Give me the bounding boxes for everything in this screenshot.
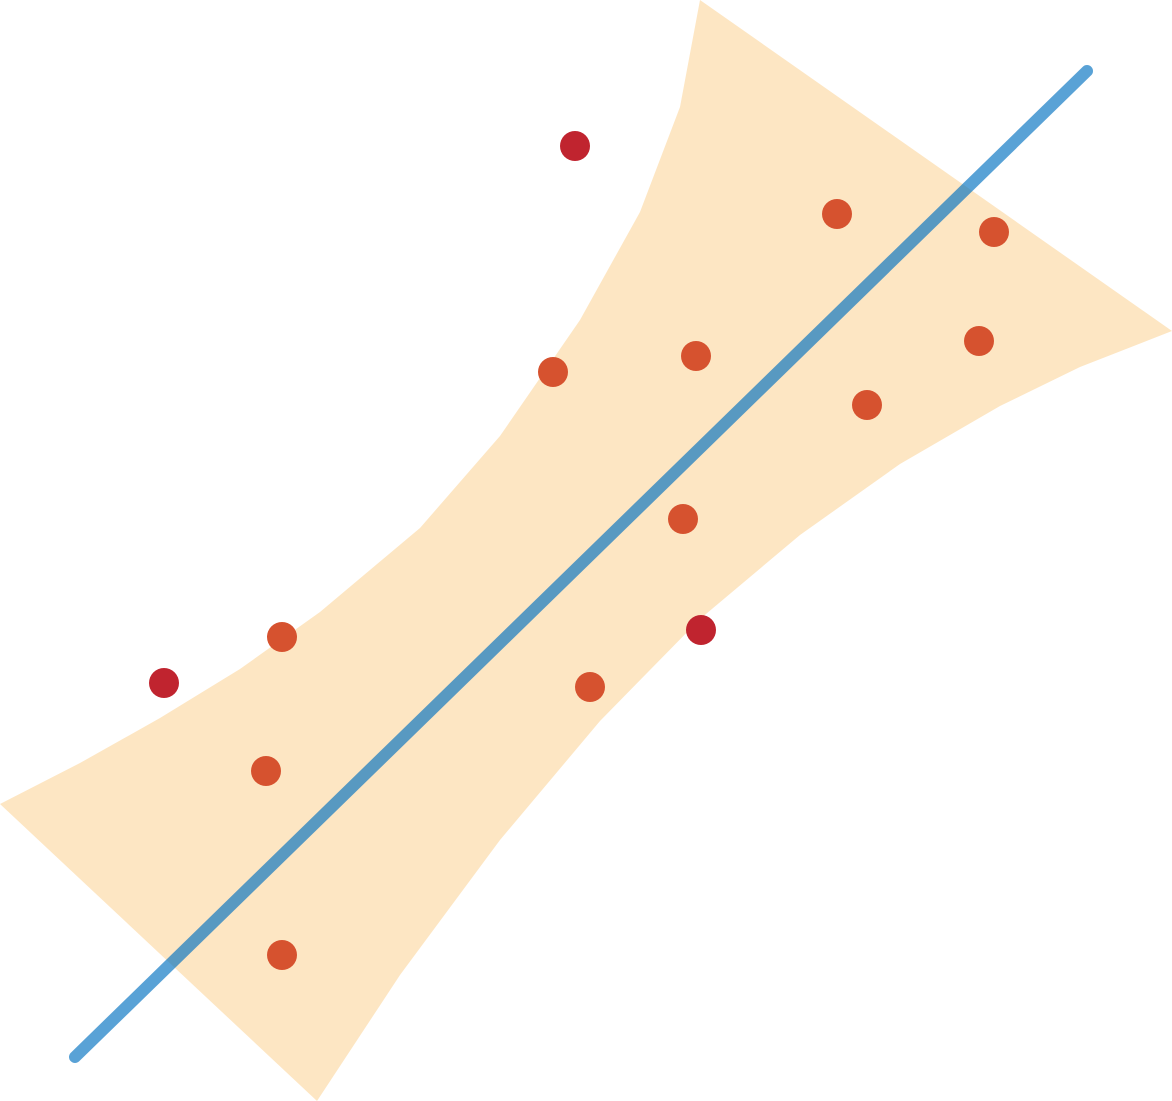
data-point-s1-0 bbox=[560, 131, 590, 161]
data-point-s0-4 bbox=[964, 326, 994, 356]
data-point-s1-2 bbox=[149, 668, 179, 698]
data-point-s0-3 bbox=[681, 341, 711, 371]
data-point-s0-0 bbox=[822, 199, 852, 229]
data-point-s0-2 bbox=[538, 357, 568, 387]
data-point-s0-1 bbox=[979, 217, 1009, 247]
regression-line bbox=[69, 65, 1093, 1063]
data-point-s0-8 bbox=[575, 672, 605, 702]
data-point-s0-7 bbox=[267, 622, 297, 652]
data-point-s0-10 bbox=[267, 940, 297, 970]
data-point-s0-9 bbox=[251, 756, 281, 786]
data-point-s1-1 bbox=[686, 615, 716, 645]
data-point-s0-5 bbox=[852, 390, 882, 420]
data-point-s0-6 bbox=[668, 504, 698, 534]
